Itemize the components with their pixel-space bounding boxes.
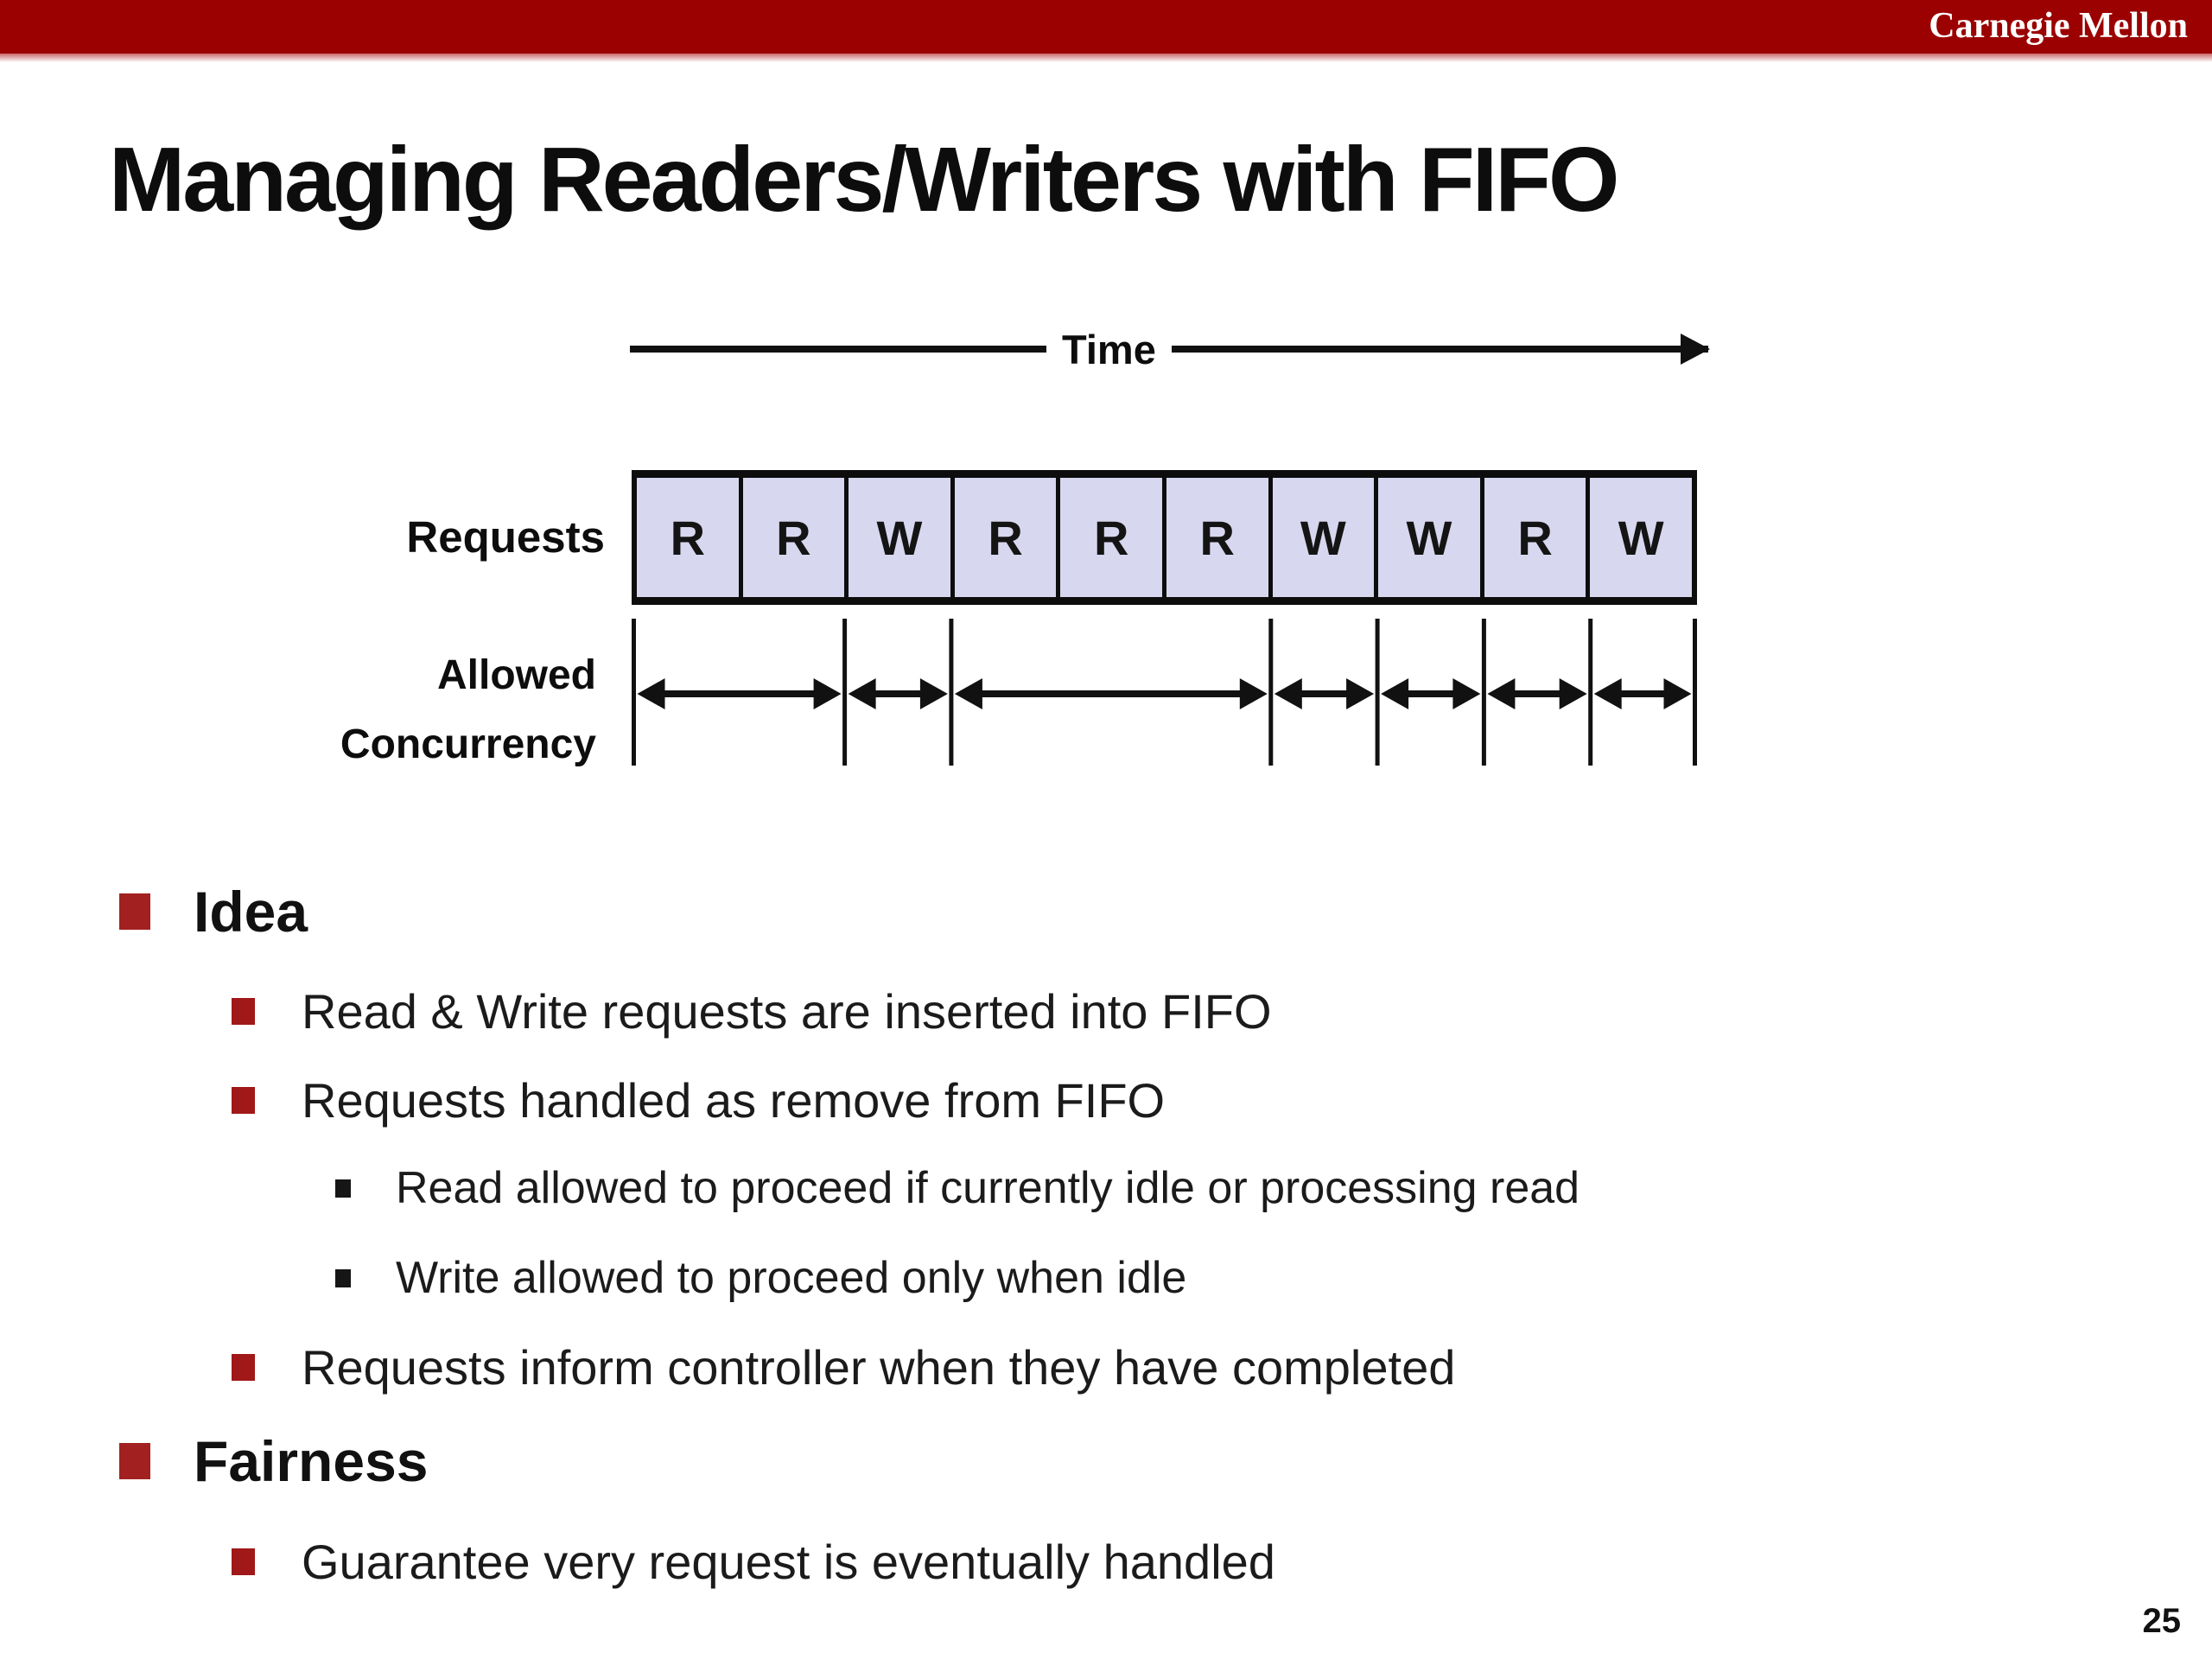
bullet-text: Idea xyxy=(194,880,308,944)
time-axis: Time xyxy=(630,326,1711,372)
arrowhead-left-icon xyxy=(1381,678,1409,709)
concurrency-arrows-diagram xyxy=(632,619,1697,766)
arrowhead-right-icon xyxy=(1559,678,1587,709)
time-axis-arrow-right-icon xyxy=(1171,334,1711,365)
bullet-text: Fairness xyxy=(194,1429,429,1493)
request-box-4: R xyxy=(954,478,1057,597)
arrowhead-right-icon xyxy=(919,678,948,709)
request-box-9: R xyxy=(1484,478,1586,597)
list-item: Requests inform controller when they hav… xyxy=(232,1339,1456,1395)
list-item: Read allowed to proceed if currently idl… xyxy=(335,1163,1580,1213)
allowed-concurrency-label: Allowed Concurrency xyxy=(225,641,596,779)
page-number: 25 xyxy=(2142,1602,2182,1640)
bullet-text: Requests inform controller when they hav… xyxy=(302,1339,1456,1395)
arrowhead-left-icon xyxy=(954,678,982,709)
bullet-square-icon xyxy=(232,1353,255,1381)
list-item: Fairness xyxy=(119,1426,428,1497)
list-item: Idea xyxy=(119,876,308,947)
time-axis-line-left xyxy=(630,346,1046,353)
bullet-square-icon xyxy=(232,997,255,1025)
arrowhead-right-icon xyxy=(1452,678,1481,709)
request-box-10: W xyxy=(1590,478,1692,597)
page-title: Managing Readers/Writers with FIFO xyxy=(109,129,1619,231)
header-bar: Carnegie Mellon xyxy=(0,0,2212,62)
arrowhead-right-icon xyxy=(1346,678,1375,709)
arrowhead-right-icon xyxy=(813,678,842,709)
request-box-3: W xyxy=(849,478,950,597)
bullet-text: Requests handled as remove from FIFO xyxy=(302,1072,1166,1128)
arrowhead-left-icon xyxy=(848,678,876,709)
list-item: Requests handled as remove from FIFO xyxy=(232,1072,1166,1128)
allowed-concurrency-label-line2: Concurrency xyxy=(340,721,596,767)
bullet-square-icon xyxy=(119,1443,150,1479)
bullet-square-icon xyxy=(119,893,150,930)
bullet-text: Guarantee very request is eventually han… xyxy=(302,1534,1275,1589)
allowed-concurrency-label-line1: Allowed xyxy=(436,652,596,698)
bullet-square-icon xyxy=(335,1179,351,1198)
request-box-2: R xyxy=(742,478,845,597)
arrowhead-left-icon xyxy=(1274,678,1302,709)
bullet-square-icon xyxy=(335,1268,351,1287)
requests-label: Requests xyxy=(406,512,605,562)
bullet-text: Write allowed to proceed only when idle xyxy=(396,1253,1187,1303)
request-box-7: W xyxy=(1272,478,1375,597)
arrowhead-right-icon xyxy=(1663,678,1692,709)
arrowhead-left-icon xyxy=(637,678,665,709)
bullet-text: Read & Write requests are inserted into … xyxy=(302,983,1272,1039)
list-item: Guarantee very request is eventually han… xyxy=(232,1534,1275,1589)
list-item: Read & Write requests are inserted into … xyxy=(232,983,1272,1039)
request-box-6: R xyxy=(1166,478,1268,597)
bullet-text: Read allowed to proceed if currently idl… xyxy=(396,1163,1580,1213)
list-item: Write allowed to proceed only when idle xyxy=(335,1253,1186,1303)
request-box-5: R xyxy=(1060,478,1162,597)
request-box-8: W xyxy=(1378,478,1480,597)
bullet-square-icon xyxy=(232,1548,255,1575)
brand-logo: Carnegie Mellon xyxy=(1929,6,2188,46)
arrowhead-left-icon xyxy=(1487,678,1516,709)
bullet-square-icon xyxy=(232,1086,255,1114)
arrowhead-right-icon xyxy=(1239,678,1268,709)
time-axis-label: Time xyxy=(1062,326,1156,372)
arrowhead-left-icon xyxy=(1593,678,1622,709)
request-box-1: R xyxy=(637,478,739,597)
